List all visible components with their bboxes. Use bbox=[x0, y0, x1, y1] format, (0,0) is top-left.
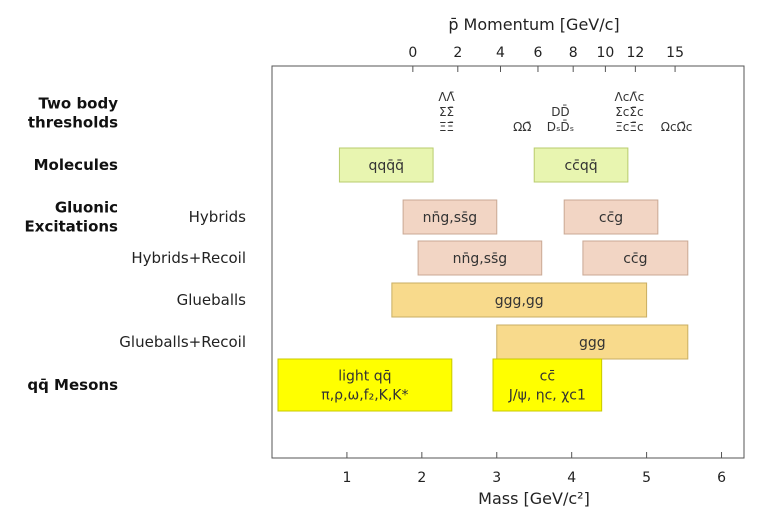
range-box bbox=[402, 199, 498, 235]
bottom-tick-label: 4 bbox=[567, 470, 576, 486]
range-box-label-line: nn̄g,ss̄g bbox=[453, 251, 508, 267]
range-box-label-line: ggg bbox=[579, 335, 606, 351]
row-label-line: Two body bbox=[38, 95, 118, 113]
range-box bbox=[496, 324, 689, 360]
threshold-line: ΛΛ̄ bbox=[438, 90, 455, 104]
range-box-label: ggg bbox=[579, 335, 606, 351]
range-box-label-line: ggg,gg bbox=[495, 293, 544, 309]
range-box bbox=[277, 358, 453, 412]
bottom-tick-label: 2 bbox=[417, 470, 426, 486]
threshold-line: ΛcΛ̄c bbox=[615, 90, 645, 104]
row-label-line: Glueballs+Recoil bbox=[119, 333, 246, 351]
bottom-tick-label: 1 bbox=[342, 470, 351, 486]
top-ticks: 0 2 4 6 8 10 12 15 bbox=[408, 45, 684, 72]
top-tick-label: 2 bbox=[453, 45, 462, 61]
range-box bbox=[338, 147, 434, 183]
threshold-line: DₛD̄ₛ bbox=[547, 120, 574, 134]
range-box-label-line: cc̄qq̄ bbox=[564, 158, 597, 174]
bottom-tick-label: 3 bbox=[492, 470, 501, 486]
row-label-line: Excitations bbox=[25, 218, 119, 236]
top-tick-label: 0 bbox=[408, 45, 417, 61]
range-box bbox=[417, 240, 543, 276]
range-box bbox=[533, 147, 629, 183]
top-tick-label: 8 bbox=[569, 45, 578, 61]
range-box-label-line: nn̄g,ss̄g bbox=[423, 210, 478, 226]
range-box-label: qqq̄q̄ bbox=[368, 158, 404, 174]
range-box bbox=[391, 282, 648, 318]
threshold-label: DD̄DₛD̄ₛ bbox=[547, 105, 574, 134]
range-box-label-line: cc̄ bbox=[540, 369, 555, 385]
top-tick-label: 10 bbox=[596, 45, 614, 61]
range-box-label: nn̄g,ss̄g bbox=[453, 251, 508, 267]
top-tick-label: 6 bbox=[534, 45, 543, 61]
range-box-label: cc̄g bbox=[623, 251, 647, 267]
threshold-label: ΩcΩ̄c bbox=[661, 120, 693, 134]
range-box-label-line: cc̄g bbox=[623, 251, 647, 267]
threshold-line: ΣΣ̄ bbox=[439, 105, 454, 119]
row-label-line: Hybrids+Recoil bbox=[131, 249, 246, 267]
range-box-label: light qq̄ π,ρ,ω,f₂,K,K* bbox=[321, 369, 408, 404]
bottom-tick-label: 5 bbox=[642, 470, 651, 486]
threshold-line: ΩΩ̄ bbox=[513, 120, 531, 134]
bottom-tick-label: 6 bbox=[717, 470, 726, 486]
range-box-label-line: π,ρ,ω,f₂,K,K* bbox=[321, 388, 408, 404]
top-axis-title: p̄ Momentum [GeV/c] bbox=[448, 15, 619, 34]
range-box bbox=[492, 358, 603, 412]
row-label: Hybrids+Recoil bbox=[131, 249, 246, 267]
threshold-line: ΞcΞ̄c bbox=[615, 120, 643, 134]
row-sublabel: Hybrids bbox=[189, 208, 247, 226]
threshold-line: DD̄ bbox=[551, 105, 569, 119]
row-label-line: Molecules bbox=[34, 156, 118, 174]
range-box-label-line: J/ψ, ηc, χc1 bbox=[508, 388, 586, 404]
range-box-label: cc̄g bbox=[599, 210, 623, 226]
top-tick-label: 12 bbox=[626, 45, 644, 61]
row-label: qq̄ Mesons bbox=[27, 376, 118, 394]
threshold-label: ΛΛ̄ΣΣ̄ΞΞ̄ bbox=[438, 90, 455, 134]
range-box bbox=[563, 199, 659, 235]
range-box-label: cc̄qq̄ bbox=[564, 158, 597, 174]
plot-frame bbox=[271, 65, 745, 459]
row-label: Glueballs+Recoil bbox=[119, 333, 246, 351]
range-box-label-line: qqq̄q̄ bbox=[368, 158, 404, 174]
threshold-line: ΣcΣ̄c bbox=[615, 105, 643, 119]
row-label: Glueballs bbox=[177, 291, 247, 309]
range-box bbox=[582, 240, 689, 276]
threshold-label: ΩΩ̄ bbox=[513, 120, 531, 134]
row-label-line: Gluonic bbox=[55, 199, 118, 217]
threshold-line: ΩcΩ̄c bbox=[661, 120, 693, 134]
range-box-label-line: cc̄g bbox=[599, 210, 623, 226]
bottom-ticks: 1 2 3 4 5 6 bbox=[342, 452, 726, 486]
range-box-label: cc̄ J/ψ, ηc, χc1 bbox=[508, 369, 586, 404]
row-label-line: Glueballs bbox=[177, 291, 247, 309]
bottom-axis-title: Mass [GeV/c²] bbox=[478, 489, 590, 508]
row-label: Molecules bbox=[34, 156, 118, 174]
top-tick-label: 15 bbox=[666, 45, 684, 61]
row-label-line: qq̄ Mesons bbox=[27, 376, 118, 394]
range-box-label: nn̄g,ss̄g bbox=[423, 210, 478, 226]
range-box-label-line: light qq̄ bbox=[338, 369, 391, 385]
range-box-label: ggg,gg bbox=[495, 293, 544, 309]
top-tick-label: 4 bbox=[496, 45, 505, 61]
threshold-line: ΞΞ̄ bbox=[439, 120, 454, 134]
row-label-line: thresholds bbox=[28, 114, 118, 132]
